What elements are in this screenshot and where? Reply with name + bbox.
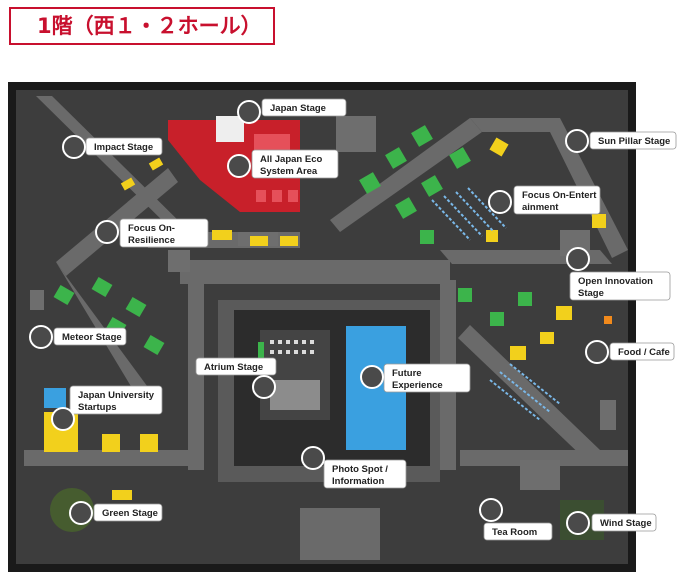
location-label-text: System Area xyxy=(260,166,318,177)
location-label-box xyxy=(591,513,657,532)
location-label-text: Impact Stage xyxy=(94,142,153,153)
location-marker-pin[interactable] xyxy=(237,100,261,124)
location-marker-pin[interactable] xyxy=(29,325,53,349)
atrium-green-stripe xyxy=(258,342,264,362)
location-marker-pin[interactable] xyxy=(488,190,512,214)
location-label-box xyxy=(589,131,677,150)
location-marker-pin[interactable] xyxy=(301,446,325,470)
floor-title: 1階（西１・２ホール） xyxy=(9,7,275,45)
location-label-box xyxy=(69,385,163,415)
location-label-box xyxy=(323,459,407,489)
location-label-box xyxy=(513,185,601,215)
location-label-box xyxy=(251,149,339,179)
aisles xyxy=(24,96,628,560)
location-label-text: Green Stage xyxy=(102,508,158,519)
location-label-text: Future xyxy=(392,368,422,379)
location-marker-pin[interactable] xyxy=(227,154,251,178)
location-label-text: Food / Cafe xyxy=(618,347,670,358)
location-label-text: Japan Stage xyxy=(270,103,326,114)
location-marker-pin[interactable] xyxy=(51,407,75,431)
location-label-text: ainment xyxy=(522,202,559,213)
atrium-seating xyxy=(270,340,320,410)
location-label-box xyxy=(195,357,277,376)
location-marker-pin[interactable] xyxy=(95,220,119,244)
location-label-box xyxy=(383,363,471,393)
seating-rows xyxy=(431,187,561,421)
location-photo-spot[interactable]: Photo Spot /Information xyxy=(301,446,407,489)
location-label-text: Startups xyxy=(78,402,117,413)
university-blue-booth xyxy=(44,388,66,408)
location-label-text: Information xyxy=(332,476,384,487)
location-label-text: Wind Stage xyxy=(600,518,652,529)
location-marker-pin[interactable] xyxy=(585,340,609,364)
location-japan-stage[interactable]: Japan Stage xyxy=(237,98,347,124)
location-label-box xyxy=(119,218,209,248)
location-label-box xyxy=(261,98,347,117)
location-tea-room[interactable]: Tea Room xyxy=(479,498,553,541)
location-label-box xyxy=(85,137,163,156)
japan-stage-area xyxy=(216,116,244,142)
location-label-text: Atrium Stage xyxy=(204,362,263,373)
location-marker-pin[interactable] xyxy=(62,135,86,159)
location-label-text: Focus On-Entert xyxy=(522,190,597,201)
location-marker-pin[interactable] xyxy=(69,501,93,525)
location-impact-stage[interactable]: Impact Stage xyxy=(62,135,163,159)
location-label-box xyxy=(93,503,163,522)
location-label-text: Meteor Stage xyxy=(62,332,122,343)
location-label-text: Sun Pillar Stage xyxy=(598,136,670,147)
location-label-text: Photo Spot / xyxy=(332,464,388,475)
location-marker-pin[interactable] xyxy=(565,129,589,153)
location-label-text: Tea Room xyxy=(492,527,537,538)
location-meteor-stage[interactable]: Meteor Stage xyxy=(29,325,127,349)
location-label-text: Resilience xyxy=(128,235,175,246)
location-marker-pin[interactable] xyxy=(566,511,590,535)
food-accent xyxy=(604,316,612,324)
location-label-box xyxy=(609,342,675,361)
green-booths xyxy=(53,125,532,356)
location-focus-on-resilience[interactable]: Focus On-Resilience xyxy=(95,218,209,248)
location-label-text: Stage xyxy=(578,288,604,299)
location-label-text: Open Innovation xyxy=(578,276,653,287)
location-label-text: Focus On- xyxy=(128,223,175,234)
location-marker-pin[interactable] xyxy=(566,247,590,271)
location-sun-pillar-stage[interactable]: Sun Pillar Stage xyxy=(565,129,677,153)
location-food-cafe[interactable]: Food / Cafe xyxy=(585,340,675,364)
yellow-booths xyxy=(44,137,606,500)
location-label-text: All Japan Eco xyxy=(260,154,322,165)
location-wind-stage[interactable]: Wind Stage xyxy=(566,511,657,535)
location-marker-pin[interactable] xyxy=(479,498,503,522)
location-marker-pin[interactable] xyxy=(360,365,384,389)
location-label-box xyxy=(483,522,553,541)
location-label-text: Japan University xyxy=(78,390,155,401)
location-green-stage[interactable]: Green Stage xyxy=(69,501,163,525)
location-label-box xyxy=(53,327,127,346)
location-atrium-stage[interactable]: Atrium Stage xyxy=(195,357,277,399)
location-marker-pin[interactable] xyxy=(252,375,276,399)
location-label-box xyxy=(569,271,671,301)
location-label-text: Experience xyxy=(392,380,443,391)
